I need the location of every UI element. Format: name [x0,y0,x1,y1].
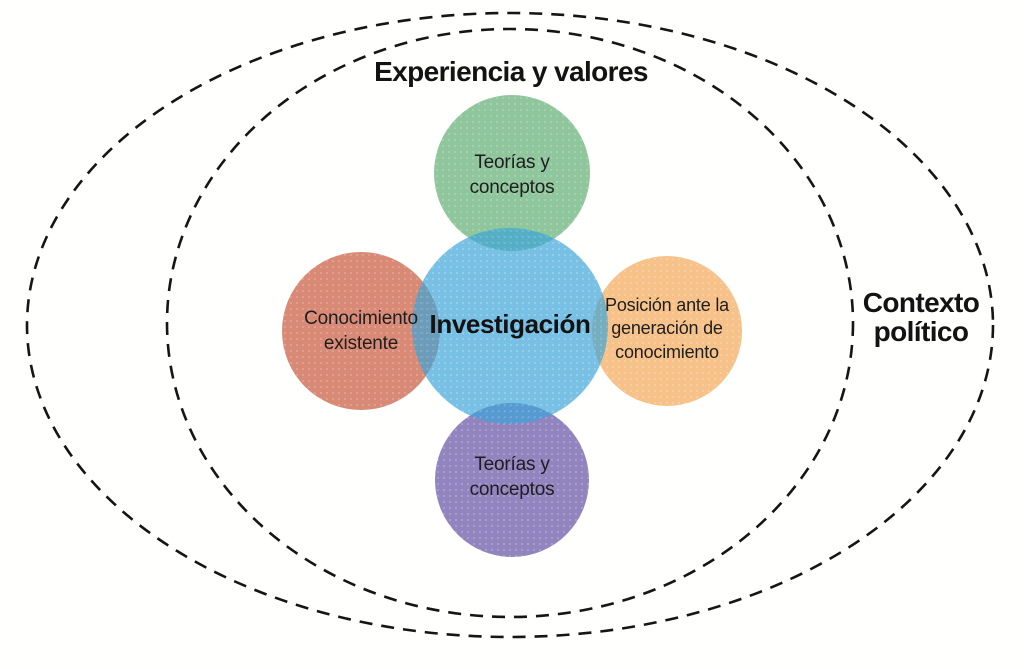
circle-research-center [412,228,608,424]
outer-context-ellipse [25,11,995,639]
outer-ellipse-label: Contexto político [862,287,980,348]
circle-theories-bottom [435,403,589,557]
center-circle-label: Investigación [429,309,591,339]
inner-ellipse-label: Experiencia y valores [374,56,648,87]
circle-theories-top [434,95,590,251]
right-circle-label: Posición ante la generación de conocimie… [605,295,729,362]
top-circle-label: Teorías y conceptos [469,152,555,198]
inner-experience-ellipse [165,27,855,619]
circle-position-knowledge [592,256,742,406]
bottom-circle-label: Teorías y conceptos [469,454,555,500]
left-circle-label: Conocimiento existente [304,308,418,354]
